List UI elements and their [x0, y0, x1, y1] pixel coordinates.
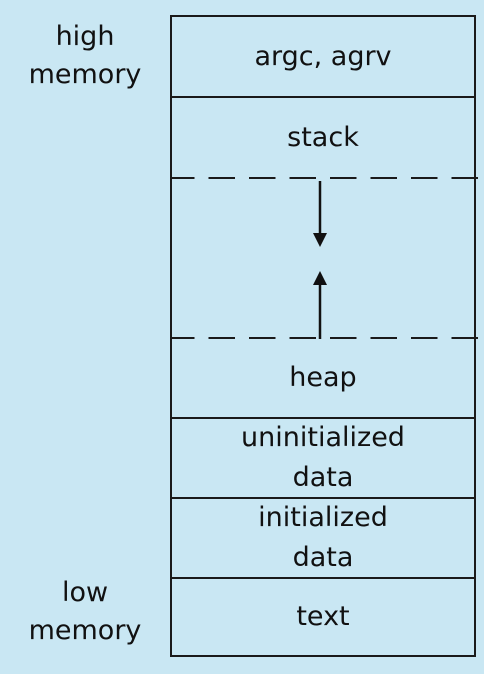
memory-layout-box: argc, agrv stack heap uninitialized data… [170, 15, 478, 657]
divider-heap-bss [172, 417, 474, 419]
stack-segment: stack [287, 122, 359, 153]
divider-args-stack [172, 96, 474, 98]
args-segment: argc, agrv [254, 40, 392, 72]
divider-bss-data [172, 497, 474, 499]
initialized-data-segment: initialized data [258, 502, 388, 573]
stack-growth-down-arrow-icon [313, 181, 327, 247]
heap-growth-up-arrow-icon [313, 271, 327, 339]
low-memory-label: low memory [28, 577, 142, 646]
uninitialized-data-segment: uninitialized data [241, 422, 405, 493]
stack-limit-dashed-line [170, 177, 478, 179]
text-segment: text [296, 601, 350, 632]
divider-data-text [172, 577, 474, 579]
heap-segment: heap [289, 362, 357, 393]
high-memory-label: high memory [28, 21, 142, 90]
heap-limit-dashed-line [170, 337, 478, 339]
